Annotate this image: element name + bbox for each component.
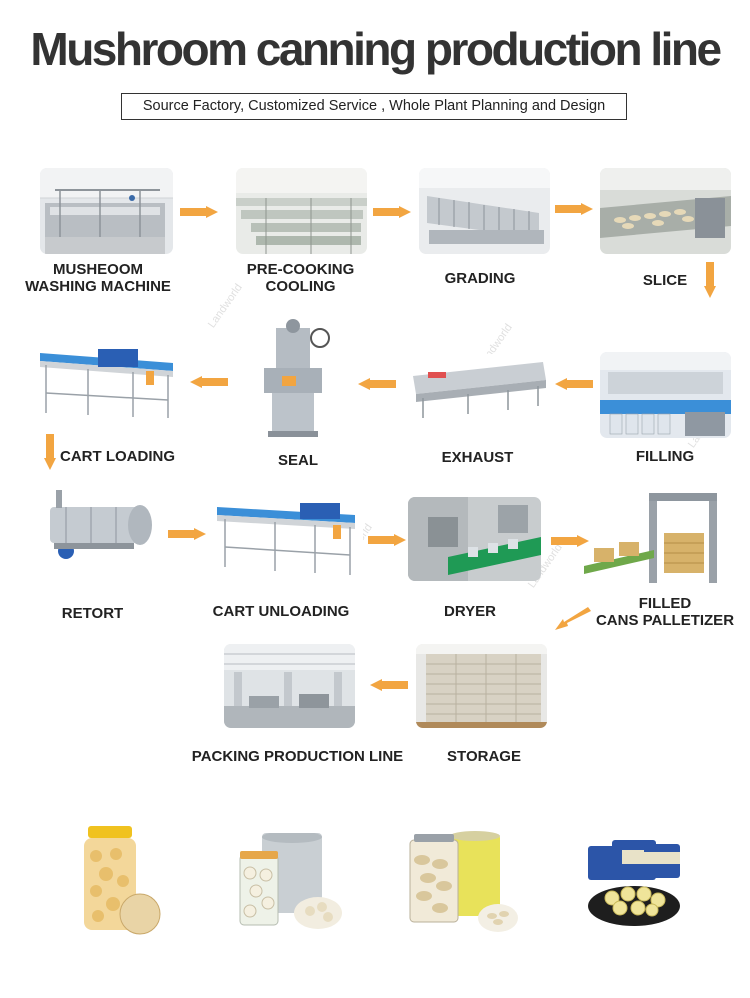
flow-arrow-right-icon: [368, 534, 406, 546]
flow-arrow-right-icon: [555, 203, 593, 215]
cooling-conveyor-photo: [236, 168, 367, 254]
factory-hall-photo: [224, 644, 355, 728]
palletizer-photo: [584, 488, 724, 588]
subtitle-banner: Source Factory, Customized Service , Who…: [121, 93, 627, 120]
exhaust-box-photo: [408, 354, 548, 420]
flow-arrow-down-left-icon: [555, 606, 591, 632]
flow-arrow-right-icon: [180, 206, 218, 218]
step-label-dryer: DRYER: [444, 603, 496, 620]
step-label-exhaust: EXHAUST: [441, 449, 514, 466]
drum-grader-photo: [419, 168, 550, 254]
flow-arrow-left-icon: [555, 378, 593, 390]
flow-arrow-down-icon: [44, 434, 56, 470]
slicer-photo: [600, 168, 731, 254]
retort-photo: [36, 485, 154, 565]
step-label-grading: GRADING: [444, 270, 516, 287]
flow-arrow-left-icon: [190, 376, 228, 388]
washing-machine-photo: [40, 168, 173, 254]
step-label-retort: RETORT: [61, 605, 124, 622]
flow-arrow-down-icon: [704, 262, 716, 298]
plastic-jar-mushrooms-icon: [78, 826, 164, 936]
page-title: Mushroom canning production line: [30, 23, 722, 75]
flow-arrow-right-icon: [551, 535, 589, 547]
cart-loading-conveyor-photo: [38, 345, 180, 420]
can-seamer-photo: [254, 318, 332, 438]
glass-jar-and-tin-can-icon: [238, 833, 348, 933]
canned-mushrooms-bowl-icon: [582, 836, 692, 932]
step-label-cart-loading: CART LOADING: [60, 448, 175, 465]
step-label-slice: SLICE: [642, 272, 688, 289]
flow-arrow-right-icon: [373, 206, 411, 218]
step-label-storage: STORAGE: [447, 748, 521, 765]
step-label-packing: PACKING PRODUCTION LINE: [191, 748, 404, 765]
sliced-mushroom-jar-icon: [406, 830, 521, 935]
warehouse-photo: [416, 644, 547, 728]
flow-arrow-left-icon: [358, 378, 396, 390]
step-label-seal: SEAL: [277, 452, 318, 469]
filling-machine-photo: [600, 352, 731, 438]
step-label-filling: FILLING: [635, 448, 695, 465]
cart-unloading-conveyor-photo: [215, 497, 363, 577]
flow-arrow-right-icon: [168, 528, 206, 540]
can-dryer-photo: [408, 497, 541, 581]
step-label-cart-unloading: CART UNLOADING: [212, 603, 350, 620]
flow-arrow-left-icon: [370, 679, 408, 691]
